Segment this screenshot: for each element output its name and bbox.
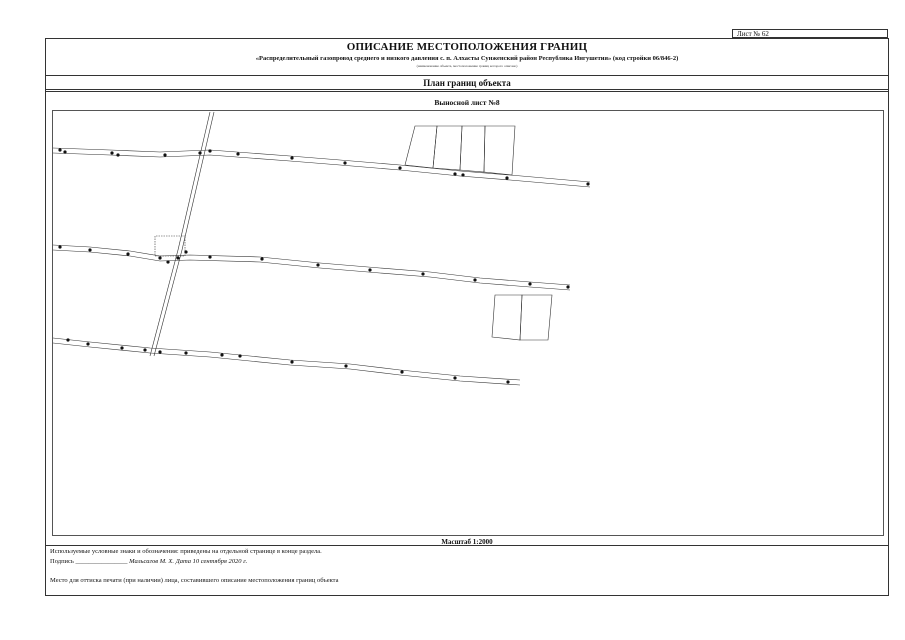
- boundary-point: [208, 149, 212, 153]
- boundary-point: [453, 376, 457, 380]
- boundary-point: [398, 166, 402, 170]
- boundary-point: [176, 256, 180, 260]
- parcel-outline: [432, 125, 463, 171]
- boundary-point: [110, 151, 114, 155]
- legend-note: Используемые условные знаки и обозначени…: [50, 548, 322, 555]
- section-title: План границ объекта: [423, 78, 511, 88]
- boundary-point: [198, 151, 202, 155]
- parcel-outline: [519, 294, 553, 341]
- boundary-point: [220, 353, 224, 357]
- boundary-point: [88, 248, 92, 252]
- page-frame: [45, 38, 889, 596]
- corridor-line: [52, 337, 521, 381]
- signature-label: Подпись: [50, 558, 74, 565]
- parcel-outline: [483, 125, 516, 176]
- boundary-point: [290, 360, 294, 364]
- divider: [46, 91, 888, 92]
- boundary-point: [158, 350, 162, 354]
- boundary-point: [473, 278, 477, 282]
- stamp-note: Место для оттиска печати (при наличии) л…: [50, 577, 339, 584]
- divider: [46, 89, 888, 90]
- corridor-line: [52, 249, 571, 291]
- signer-name: Мальсагов М. Х.: [129, 558, 174, 565]
- corridor-line: [52, 152, 591, 188]
- boundary-point: [86, 342, 90, 346]
- plan-frame: [52, 110, 884, 536]
- boundary-point: [58, 245, 62, 249]
- boundary-point: [421, 272, 425, 276]
- corridor-line: [52, 342, 521, 386]
- divider: [46, 545, 888, 546]
- boundary-point: [120, 346, 124, 350]
- date-value: 10 сентября 2020 г.: [192, 558, 248, 565]
- boundary-point: [453, 172, 457, 176]
- document-caption: (наименование объекта, местоположение гр…: [416, 64, 518, 68]
- sheet-number: Лист № 62: [732, 29, 888, 38]
- document-subtitle: «Распределительный газопровод среднего и…: [255, 55, 679, 62]
- boundary-point: [236, 152, 240, 156]
- corridor-line: [52, 147, 591, 183]
- boundary-point: [58, 148, 62, 152]
- connector-line: [181, 111, 215, 251]
- corridor-line: [52, 244, 571, 286]
- boundary-point: [586, 182, 590, 186]
- plan-scale: Масштаб 1:2000: [441, 538, 493, 546]
- boundary-point: [461, 173, 465, 177]
- boundary-point: [343, 161, 347, 165]
- plan-sheet-title: Выносной лист №8: [434, 98, 500, 107]
- boundary-point: [184, 351, 188, 355]
- boundary-point: [158, 256, 162, 260]
- divider: [46, 75, 888, 76]
- boundary-point: [126, 252, 130, 256]
- boundary-point: [290, 156, 294, 160]
- boundary-point: [143, 348, 147, 352]
- boundary-point: [528, 282, 532, 286]
- parcel-outline: [491, 294, 523, 341]
- document-title: ОПИСАНИЕ МЕСТОПОЛОЖЕНИЯ ГРАНИЦ: [346, 41, 588, 53]
- boundary-point: [63, 150, 67, 154]
- boundary-point: [166, 260, 170, 264]
- boundary-points: [58, 148, 590, 384]
- boundary-point: [184, 250, 188, 254]
- boundary-point: [208, 255, 212, 259]
- date-label: Дата: [175, 558, 191, 565]
- boundary-point: [316, 263, 320, 267]
- boundary-point: [368, 268, 372, 272]
- connector-line: [149, 249, 179, 357]
- boundary-point: [238, 354, 242, 358]
- parcel-outline: [404, 125, 438, 169]
- offshoot-box: [154, 235, 186, 257]
- boundary-point: [66, 338, 70, 342]
- boundary-point: [566, 285, 570, 289]
- boundary-point: [400, 370, 404, 374]
- connector-line: [177, 111, 211, 251]
- boundary-point: [116, 153, 120, 157]
- boundary-point: [506, 380, 510, 384]
- signature-blank: ________________: [75, 558, 128, 565]
- boundary-point: [344, 364, 348, 368]
- parcel-outline: [459, 125, 486, 173]
- signature-line: Подпись ________________ Мальсагов М. Х.…: [50, 558, 247, 565]
- connector-line: [153, 249, 183, 357]
- boundary-point: [505, 176, 509, 180]
- boundary-point: [163, 153, 167, 157]
- boundary-point: [260, 257, 264, 261]
